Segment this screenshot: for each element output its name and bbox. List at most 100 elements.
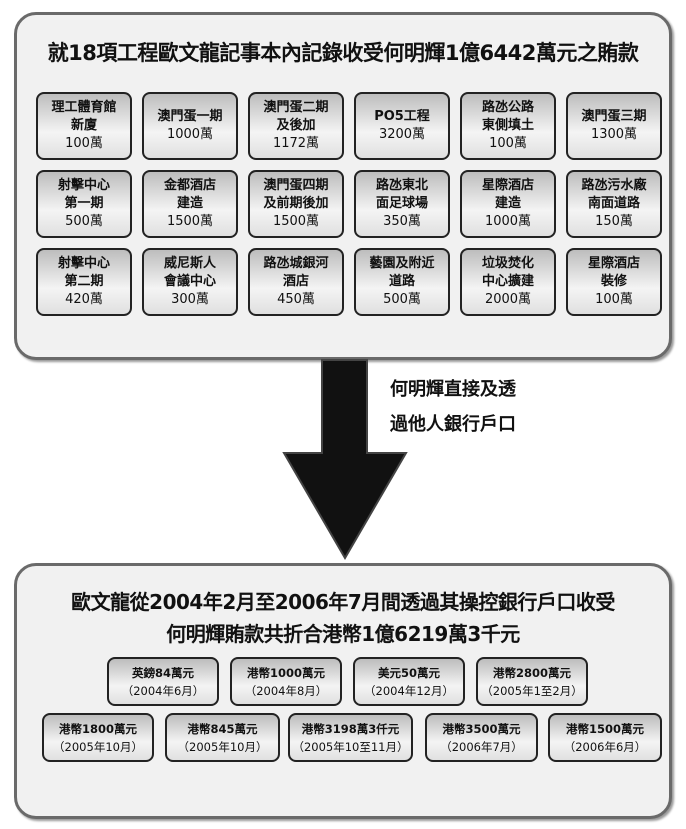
project-name: 星際酒店 <box>587 256 640 271</box>
payment-date: （2005年10月） <box>177 739 268 754</box>
payment-amount: 港幣1500萬元 <box>565 721 644 736</box>
payment-box: 港幣1500萬元 （2006年6月） <box>548 713 662 762</box>
project-amount: 1000萬 <box>166 127 214 142</box>
project-box: 澳門蛋二期及後加 1172萬 <box>248 92 344 160</box>
payment-amount: 港幣845萬元 <box>187 721 258 736</box>
project-box: 金都酒店建造 1500萬 <box>142 170 238 238</box>
project-name: 垃圾焚化 <box>481 256 534 271</box>
project-amount: 1172萬 <box>272 136 320 151</box>
payment-amount: 港幣1000萬元 <box>246 665 325 680</box>
project-box: 路氹公路東側填土 100萬 <box>460 92 556 160</box>
project-name: 東側填土 <box>481 118 534 133</box>
project-amount: 100萬 <box>489 136 527 151</box>
project-box: 射擊中心第二期 420萬 <box>36 248 132 316</box>
project-box: 威尼斯人會議中心 300萬 <box>142 248 238 316</box>
payment-box: 英鎊84萬元 （2004年6月） <box>107 657 219 706</box>
project-box: 澳門蛋一期 1000萬 <box>142 92 238 160</box>
project-name: 星際酒店 <box>481 178 534 193</box>
project-name: 路氹東北 <box>375 178 428 193</box>
payment-amount: 英鎊84萬元 <box>131 665 194 680</box>
project-name: 澳門蛋二期 <box>263 100 329 115</box>
project-amount: 2000萬 <box>484 292 532 307</box>
payment-box: 港幣3198萬3仟元 （2005年10至11月） <box>288 713 413 762</box>
payment-amount: 港幣2800萬元 <box>492 665 571 680</box>
project-name: 中心擴建 <box>481 274 534 289</box>
payment-box: 港幣2800萬元 （2005年1至2月） <box>476 657 588 706</box>
project-name: 第二期 <box>64 274 104 289</box>
project-amount: 1300萬 <box>590 127 638 142</box>
project-amount: 1000萬 <box>484 214 532 229</box>
payment-amount: 港幣1800萬元 <box>58 721 137 736</box>
project-name: 理工體育館 <box>51 100 117 115</box>
payment-date: （2006年7月） <box>440 739 523 754</box>
project-name: 酒店 <box>282 274 309 289</box>
project-amount: 3200萬 <box>378 127 426 142</box>
project-name: 射擊中心 <box>57 256 110 271</box>
bottom-title-line1: 歐文龍從2004年2月至2006年7月間透過其操控銀行戶口收受 <box>71 590 615 614</box>
project-amount: 150萬 <box>595 214 633 229</box>
project-name: PO5工程 <box>374 109 430 124</box>
project-box: 路氹城銀河酒店 450萬 <box>248 248 344 316</box>
project-amount: 100萬 <box>65 136 103 151</box>
project-box: 射擊中心第一期 500萬 <box>36 170 132 238</box>
project-amount: 500萬 <box>65 214 103 229</box>
payment-box: 港幣1000萬元 （2004年8月） <box>230 657 342 706</box>
project-name: 道路 <box>388 274 415 289</box>
project-name: 威尼斯人 <box>163 256 216 271</box>
project-amount: 1500萬 <box>272 214 320 229</box>
payment-date: （2005年10至11月） <box>292 739 409 754</box>
payment-date: （2004年6月） <box>121 683 205 698</box>
project-amount: 500萬 <box>383 292 421 307</box>
project-box: 星際酒店建造 1000萬 <box>460 170 556 238</box>
payment-date: （2005年1至2月） <box>481 683 583 698</box>
project-name: 裝修 <box>600 274 627 289</box>
project-amount: 420萬 <box>65 292 103 307</box>
project-name: 路氹公路 <box>481 100 534 115</box>
project-amount: 1500萬 <box>166 214 214 229</box>
project-box: PO5工程 3200萬 <box>354 92 450 160</box>
project-amount: 100萬 <box>595 292 633 307</box>
payment-box: 港幣3500萬元 （2006年7月） <box>425 713 538 762</box>
project-name: 及後加 <box>276 118 316 133</box>
payment-date: （2004年12月） <box>364 683 454 698</box>
down-arrow-icon <box>282 359 408 560</box>
arrow-label-line2: 過他人銀行戶口 <box>390 414 516 435</box>
project-name: 藝園及附近 <box>369 256 435 271</box>
payment-date: （2004年8月） <box>244 683 328 698</box>
payment-box: 港幣845萬元 （2005年10月） <box>165 713 280 762</box>
payment-amount: 港幣3500萬元 <box>442 721 521 736</box>
project-name: 建造 <box>494 196 521 211</box>
payment-box: 港幣1800萬元 （2005年10月） <box>42 713 154 762</box>
project-box: 澳門蛋四期及前期後加 1500萬 <box>248 170 344 238</box>
arrow-label-line1: 何明輝直接及透 <box>390 379 516 400</box>
project-name: 第一期 <box>64 196 104 211</box>
project-box: 路氹污水廠南面道路 150萬 <box>566 170 662 238</box>
project-name: 會議中心 <box>163 274 216 289</box>
project-box: 星際酒店裝修 100萬 <box>566 248 662 316</box>
project-name: 路氹城銀河 <box>263 256 329 271</box>
project-amount: 300萬 <box>171 292 209 307</box>
project-amount: 450萬 <box>277 292 315 307</box>
project-amount: 350萬 <box>383 214 421 229</box>
project-name: 新廈 <box>70 118 97 133</box>
project-name: 射擊中心 <box>57 178 110 193</box>
payment-box: 美元50萬元 （2004年12月） <box>353 657 465 706</box>
project-name: 澳門蛋四期 <box>263 178 329 193</box>
payment-amount: 港幣3198萬3仟元 <box>301 721 400 736</box>
payment-date: （2006年6月） <box>563 739 647 754</box>
project-name: 建造 <box>176 196 203 211</box>
project-box: 藝園及附近道路 500萬 <box>354 248 450 316</box>
project-box: 理工體育館新廈 100萬 <box>36 92 132 160</box>
project-name: 路氹污水廠 <box>581 178 647 193</box>
project-name: 及前期後加 <box>263 196 329 211</box>
project-box: 垃圾焚化中心擴建 2000萬 <box>460 248 556 316</box>
top-title: 就18項工程歐文龍記事本內記錄收受何明輝1億6442萬元之賄款 <box>47 41 639 65</box>
project-box: 路氹東北面足球場 350萬 <box>354 170 450 238</box>
project-name: 南面道路 <box>587 196 640 211</box>
project-name: 澳門蛋一期 <box>157 109 223 124</box>
payment-date: （2005年10月） <box>53 739 143 754</box>
project-name: 金都酒店 <box>163 178 216 193</box>
project-name: 面足球場 <box>375 196 428 211</box>
payment-amount: 美元50萬元 <box>377 665 440 680</box>
